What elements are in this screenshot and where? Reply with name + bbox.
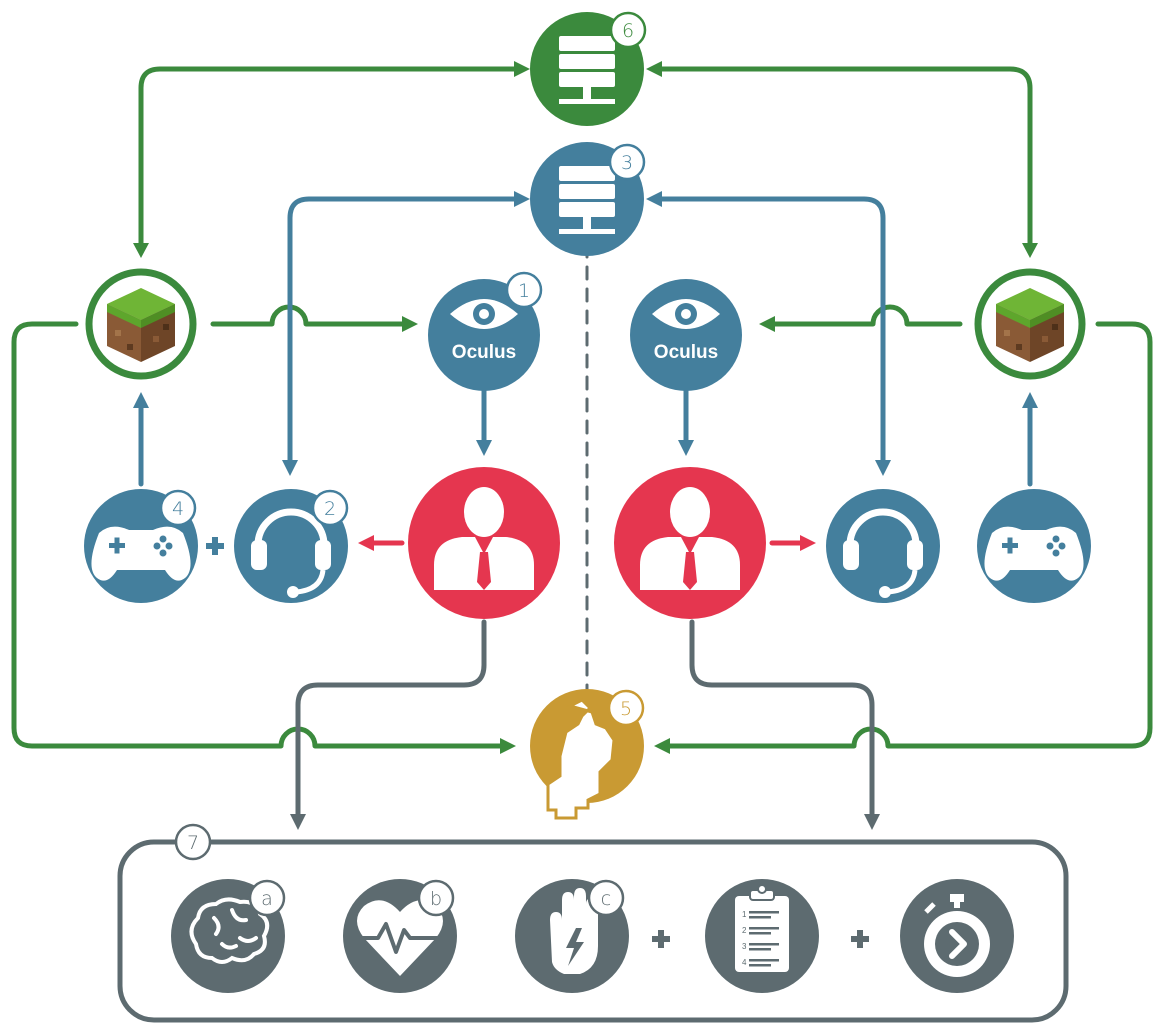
oculus-label: Oculus <box>452 342 516 363</box>
badge-1 <box>505 271 543 309</box>
link-left-client-recorder <box>11 321 505 749</box>
arrowhead <box>759 316 775 332</box>
arrowhead <box>402 316 418 332</box>
minecraft-client-left <box>85 268 197 380</box>
badge-a <box>248 879 286 917</box>
badge-2-label: 2 <box>324 498 336 520</box>
arrowhead <box>1022 392 1038 408</box>
arrowhead <box>646 191 662 207</box>
connectors <box>11 61 1153 830</box>
stopwatch-icon <box>924 894 990 977</box>
gsr-node: c <box>515 879 629 993</box>
link-right-client-recorder <box>665 321 1153 749</box>
arrowhead <box>514 191 530 207</box>
headset-left: 2 <box>234 489 349 603</box>
list-number: 2 <box>742 926 747 935</box>
hand-lightning-icon <box>550 888 598 974</box>
oculus-right: Oculus <box>630 279 742 391</box>
badge-c <box>587 879 625 917</box>
badge-4-label: 4 <box>172 498 184 520</box>
oculus-left: Oculus 1 <box>428 271 543 391</box>
badge-c-label: c <box>601 888 611 910</box>
badge-1-label: 1 <box>518 280 530 302</box>
badge-4 <box>159 489 197 527</box>
questionnaire-node: 1 2 3 4 <box>705 879 819 993</box>
link-right-participant-measurements <box>689 619 875 819</box>
clipboard-icon: 1 2 3 4 <box>735 884 789 972</box>
arrowhead <box>290 814 306 830</box>
eeg-node: a <box>171 879 286 993</box>
controller-left: 4 <box>84 489 198 603</box>
headset-right <box>826 489 940 603</box>
arrowhead <box>500 738 516 754</box>
link-left-participant-measurements <box>295 619 487 819</box>
arrowhead <box>864 814 880 830</box>
list-number: 1 <box>742 910 747 919</box>
recorder-node: 5 <box>530 689 645 820</box>
statue-icon <box>546 698 616 820</box>
plus-icon <box>851 930 869 948</box>
arrowhead <box>282 460 298 476</box>
participant-left <box>408 467 560 619</box>
participant-right <box>614 467 766 619</box>
minecraft-client-right <box>974 268 1086 380</box>
badge-5 <box>607 689 645 727</box>
arrowhead <box>1022 243 1038 258</box>
brain-icon <box>189 897 270 964</box>
plus-icon <box>652 930 670 948</box>
badge-b <box>417 879 455 917</box>
arrowhead <box>800 535 816 551</box>
badge-7-label: 7 <box>187 832 199 854</box>
badge-b-label: b <box>430 888 442 910</box>
plus-icon <box>206 537 224 555</box>
badge-3 <box>608 143 646 181</box>
link-server6-left-client <box>138 66 519 251</box>
badge-a-label: a <box>261 888 273 910</box>
voice-server-node: 3 <box>530 142 646 256</box>
badge-6-label: 6 <box>622 20 634 42</box>
arrowhead <box>646 61 662 77</box>
badge-7 <box>174 823 212 861</box>
badge-2 <box>311 489 349 527</box>
arrowhead <box>133 392 149 408</box>
arrowhead <box>358 535 374 551</box>
arrowhead <box>133 243 149 258</box>
link-left-client-oculus <box>210 304 407 327</box>
badge-3-label: 3 <box>621 152 633 174</box>
arrowhead <box>476 440 492 456</box>
arrowhead <box>678 440 694 456</box>
heart-rate-node: b <box>343 879 457 993</box>
list-number: 3 <box>742 942 747 951</box>
link-right-client-oculus <box>770 304 963 327</box>
oculus-label: Oculus <box>654 342 718 363</box>
list-number: 4 <box>742 958 747 967</box>
measurements-box: 7 <box>117 823 1069 1023</box>
arrowhead <box>875 460 891 476</box>
badge-6 <box>609 11 647 49</box>
timer-node <box>900 879 1014 993</box>
controller-right <box>977 489 1091 603</box>
arrowhead <box>514 61 530 77</box>
game-server-node: 6 <box>530 11 647 126</box>
link-server3-left-headset <box>287 196 519 465</box>
link-server3-right-headset <box>657 196 886 465</box>
arrowhead <box>654 738 670 754</box>
badge-5-label: 5 <box>620 698 632 720</box>
link-server6-right-client <box>657 66 1033 251</box>
